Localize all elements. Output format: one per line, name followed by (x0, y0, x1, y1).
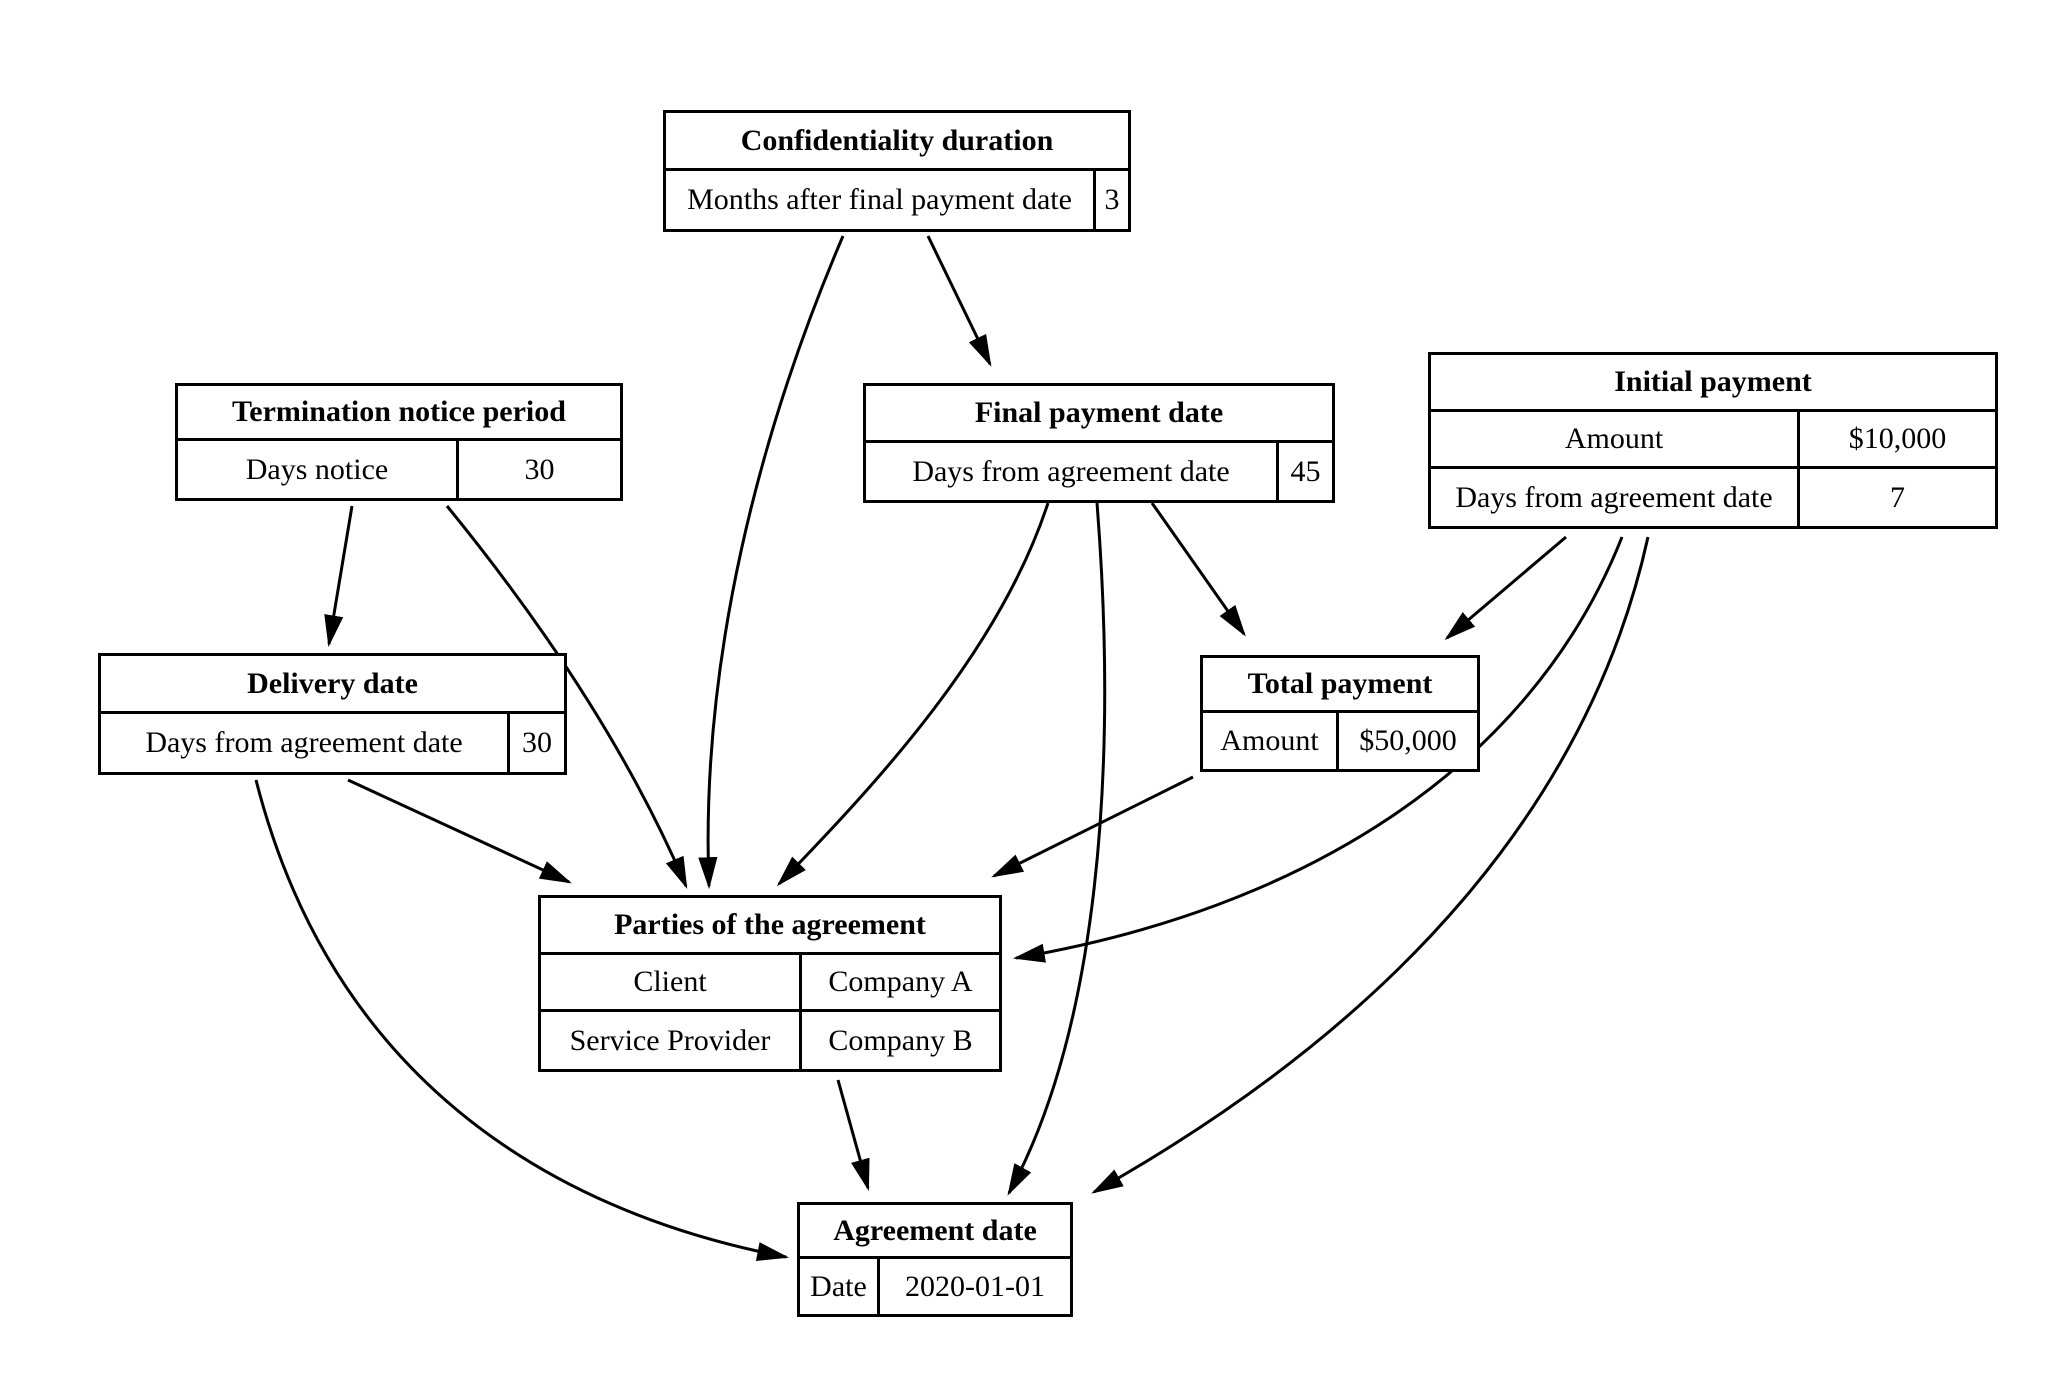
cell-value: 3 (1104, 183, 1120, 216)
edge-total_payment-to-parties_of_the_agreement (991, 775, 1194, 878)
cell-label: Days from agreement date (101, 714, 510, 772)
cell-value: $50,000 (1359, 724, 1457, 757)
edge-initial_payment-to-agreement_date (1091, 536, 1650, 1194)
edge-initial_payment-to-total_payment (1444, 535, 1567, 641)
node-row: Date 2020-01-01 (800, 1259, 1070, 1314)
node-row: Days notice 30 (178, 441, 620, 498)
node-row: Days from agreement date 30 (101, 714, 564, 772)
node-title: Confidentiality duration (666, 113, 1128, 171)
edge-confidentiality_duration-to-final_payment_date (926, 235, 992, 367)
cell-value: 30 (522, 726, 552, 759)
node-row: Amount $10,000 (1431, 412, 1995, 469)
cell-value: Company A (828, 965, 973, 998)
cell-label: Months after final payment date (666, 171, 1096, 229)
cell-value: 2020-01-01 (905, 1269, 1045, 1303)
node-row: Client Company A (541, 955, 999, 1012)
cell-label: Days from agreement date (1431, 469, 1800, 526)
node-title: Initial payment (1431, 355, 1995, 412)
node-title: Delivery date (101, 656, 564, 714)
cell-label: Days from agreement date (866, 443, 1279, 500)
node-row: Amount $50,000 (1203, 713, 1477, 769)
edge-confidentiality_duration-to-parties_of_the_agreement (698, 235, 845, 890)
edge-delivery_date-to-parties_of_the_agreement (347, 778, 572, 884)
cell-label: Client (541, 955, 802, 1009)
edge-parties_of_the_agreement-to-agreement_date (836, 1079, 870, 1192)
edge-final_payment_date-to-total_payment (1150, 502, 1246, 637)
cell-value: Company B (828, 1023, 973, 1057)
cell-label: Service Provider (541, 1012, 802, 1069)
node-title: Agreement date (800, 1205, 1070, 1259)
node-row: Days from agreement date 45 (866, 443, 1332, 500)
cell-value: 45 (1290, 454, 1321, 488)
cell-label: Days notice (178, 441, 459, 498)
node-title: Termination notice period (178, 386, 620, 441)
node-row: Service Provider Company B (541, 1012, 999, 1069)
node-title: Final payment date (866, 386, 1332, 443)
edge-termination_notice_period-to-delivery_date (324, 505, 354, 648)
edge-final_payment_date-to-parties_of_the_agreement (776, 502, 1050, 887)
cell-label: Amount (1203, 713, 1339, 769)
node-title: Parties of the agreement (541, 898, 999, 955)
edge-final_payment_date-to-agreement_date (1007, 502, 1107, 1196)
cell-label: Amount (1431, 412, 1800, 466)
cell-value: 30 (524, 452, 555, 486)
node-row: Days from agreement date 7 (1431, 469, 1995, 526)
cell-value: 7 (1890, 480, 1905, 514)
node-title: Total payment (1203, 658, 1477, 713)
cell-label: Date (800, 1259, 880, 1314)
cell-value: $10,000 (1848, 422, 1947, 455)
